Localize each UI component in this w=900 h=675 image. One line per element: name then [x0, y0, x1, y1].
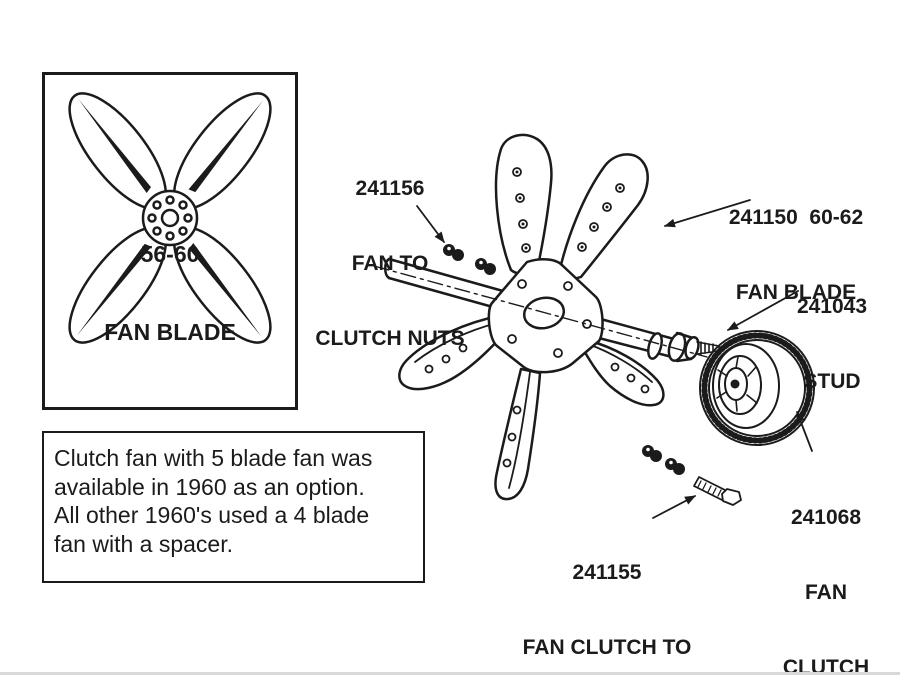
part-number: 241156	[355, 177, 425, 200]
water-pump-bolts-drawing	[642, 445, 742, 506]
part-label-line: FAN TO	[351, 252, 429, 275]
image-bottom-edge	[0, 672, 900, 675]
part-number: 241150 60-62	[728, 206, 864, 229]
callout-fan-blade: 241150 60-62 FAN BLADE	[700, 155, 892, 355]
callout-fan-to-clutch-nuts: 241156 FAN TO CLUTCH NUTS	[300, 126, 480, 401]
inset-caption: 56-60 FAN BLADE	[45, 189, 295, 397]
note-line: fan with a spacer.	[54, 530, 233, 557]
part-number: 241068	[790, 506, 862, 529]
inset-caption-years: 56-60	[140, 241, 200, 267]
part-label-line: CLUTCH NUTS	[315, 327, 465, 350]
part-label-line: FAN BLADE	[735, 281, 857, 304]
inset-caption-label: FAN BLADE	[104, 319, 236, 345]
callout-fan-clutch-to-water-pump-bolts: 241155 FAN CLUTCH TO WATER PUMP BOLTS	[480, 510, 734, 675]
part-number: 241155	[572, 561, 642, 584]
callout-stud: 241043 STUD	[776, 244, 888, 444]
part-label-line: FAN CLUTCH TO	[522, 636, 692, 659]
inset-fan-blade-box: 56-60 FAN BLADE	[42, 72, 298, 410]
part-label-line: FAN	[805, 581, 847, 604]
note-line: available in 1960 as an option.	[54, 473, 365, 500]
part-number: 241043	[796, 295, 868, 318]
callout-fan-clutch: 241068 FAN CLUTCH	[770, 455, 882, 675]
note-line: All other 1960's used a 4 blade	[54, 502, 370, 528]
part-label-line: STUD	[803, 370, 861, 393]
note-line: Clutch fan with 5 blade fan was	[54, 445, 373, 471]
part-label-line: CLUTCH	[782, 656, 870, 675]
note-box: Clutch fan with 5 blade fan was availabl…	[42, 431, 425, 583]
